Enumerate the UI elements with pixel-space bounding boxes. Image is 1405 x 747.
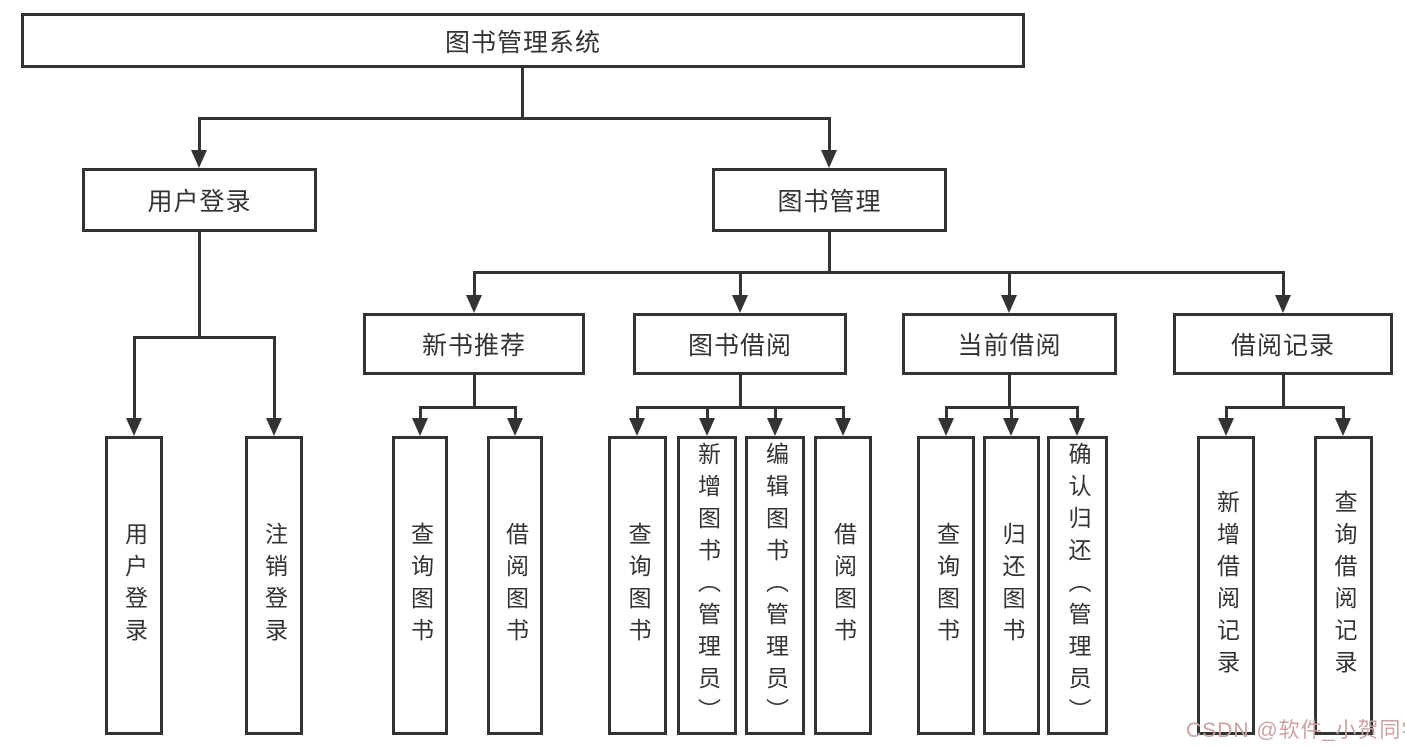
- connector-line: [944, 407, 948, 422]
- node-leaf-return-books: 归还图书: [983, 436, 1040, 735]
- node-label-book-management: 图书管理: [777, 188, 882, 216]
- connector-line: [1225, 405, 1345, 409]
- connector-line: [133, 335, 276, 339]
- connector-line: [1224, 407, 1228, 422]
- connector-line: [705, 407, 709, 422]
- arrow-down-icon: [821, 150, 837, 168]
- node-book-management: 图书管理: [712, 168, 947, 232]
- node-label-book-borrowing: 图书借阅: [687, 332, 792, 360]
- node-label-root: 图书管理系统: [444, 28, 601, 57]
- node-label-leaf-query-borrow-record: 查询借阅记录: [1331, 489, 1357, 682]
- connector-line: [841, 407, 845, 422]
- node-leaf-add-books: 新增图书（管理员）: [677, 436, 737, 735]
- node-leaf-confirm-return: 确认归还（管理员）: [1047, 436, 1108, 735]
- node-label-borrowing-records: 借阅记录: [1230, 332, 1335, 360]
- node-leaf-edit-books: 编辑图书（管理员）: [745, 436, 805, 735]
- connector-line: [197, 118, 201, 154]
- node-current-borrowing: 当前借阅: [902, 313, 1117, 375]
- connector-line: [520, 68, 524, 120]
- arrow-down-icon: [699, 418, 715, 436]
- connector-line: [738, 272, 742, 299]
- connector-line: [827, 232, 831, 274]
- connector-line: [1007, 375, 1011, 409]
- connector-line: [198, 116, 831, 120]
- arrow-down-icon: [767, 418, 783, 436]
- arrow-down-icon: [1335, 418, 1351, 436]
- arrow-down-icon: [1069, 418, 1085, 436]
- node-leaf-query-books-2: 查询图书: [608, 436, 667, 735]
- connector-line: [1009, 407, 1013, 422]
- node-root: 图书管理系统: [21, 13, 1025, 68]
- connector-line: [1281, 272, 1285, 299]
- node-label-leaf-query-books-1: 查询图书: [407, 521, 434, 650]
- connector-line: [738, 375, 742, 409]
- node-label-leaf-return-books: 归还图书: [999, 521, 1025, 650]
- connector-line: [1075, 407, 1079, 422]
- node-leaf-query-borrow-record: 查询借阅记录: [1314, 436, 1373, 735]
- arrow-down-icon: [266, 418, 282, 436]
- node-leaf-query-books-1: 查询图书: [392, 436, 448, 735]
- connector-line: [473, 270, 1285, 274]
- arrow-down-icon: [507, 418, 523, 436]
- node-label-leaf-logout: 注销登录: [261, 521, 288, 650]
- node-label-leaf-borrow-books-1: 借阅图书: [502, 521, 529, 650]
- watermark: CSDN @软件_小贺同学: [1186, 719, 1405, 742]
- node-label-leaf-borrow-books-2: 借阅图书: [830, 521, 857, 650]
- node-leaf-add-borrow-record: 新增借阅记录: [1197, 436, 1255, 735]
- node-label-user-login: 用户登录: [147, 188, 252, 216]
- node-label-new-book-recommend: 新书推荐: [421, 332, 526, 360]
- connector-line: [419, 405, 517, 409]
- connector-line: [197, 232, 201, 339]
- node-leaf-borrow-books-1: 借阅图书: [487, 436, 543, 735]
- connector-line: [827, 118, 831, 154]
- arrow-down-icon: [1001, 295, 1017, 313]
- node-leaf-query-books-3: 查询图书: [917, 436, 975, 735]
- arrow-down-icon: [412, 418, 428, 436]
- node-label-leaf-confirm-return: 确认归还（管理员）: [1065, 441, 1091, 730]
- arrow-down-icon: [1275, 295, 1291, 313]
- connector-line: [472, 375, 476, 409]
- node-label-leaf-add-borrow-record: 新增借阅记录: [1213, 489, 1240, 682]
- arrow-down-icon: [191, 150, 207, 168]
- connector-line: [636, 405, 845, 409]
- arrow-down-icon: [1003, 418, 1019, 436]
- node-leaf-borrow-books-2: 借阅图书: [814, 436, 872, 735]
- node-borrowing-records: 借阅记录: [1173, 313, 1393, 375]
- connector-line: [773, 407, 777, 422]
- arrow-down-icon: [835, 418, 851, 436]
- connector-line: [272, 337, 276, 422]
- node-book-borrowing: 图书借阅: [633, 313, 847, 375]
- node-leaf-user-login: 用户登录: [105, 436, 163, 735]
- node-user-login: 用户登录: [82, 168, 317, 232]
- node-label-leaf-query-books-2: 查询图书: [625, 521, 651, 650]
- node-label-leaf-query-books-3: 查询图书: [933, 521, 960, 650]
- connector-line: [1341, 407, 1345, 422]
- connector-line: [635, 407, 639, 422]
- arrow-down-icon: [732, 295, 748, 313]
- node-label-current-borrowing: 当前借阅: [957, 332, 1062, 360]
- connector-line: [1281, 375, 1285, 409]
- arrow-down-icon: [938, 418, 954, 436]
- node-label-leaf-user-login: 用户登录: [121, 521, 148, 650]
- arrow-down-icon: [466, 295, 482, 313]
- node-label-leaf-add-books: 新增图书（管理员）: [694, 441, 721, 730]
- node-new-book-recommend: 新书推荐: [363, 313, 585, 375]
- arrow-down-icon: [629, 418, 645, 436]
- arrow-down-icon: [126, 418, 142, 436]
- connector-line: [513, 407, 517, 422]
- connector-line: [132, 337, 136, 422]
- connector-line: [1007, 272, 1011, 299]
- node-label-leaf-edit-books: 编辑图书（管理员）: [762, 441, 789, 730]
- connector-line: [418, 407, 422, 422]
- arrow-down-icon: [1218, 418, 1234, 436]
- node-leaf-logout: 注销登录: [245, 436, 303, 735]
- connector-line: [472, 272, 476, 299]
